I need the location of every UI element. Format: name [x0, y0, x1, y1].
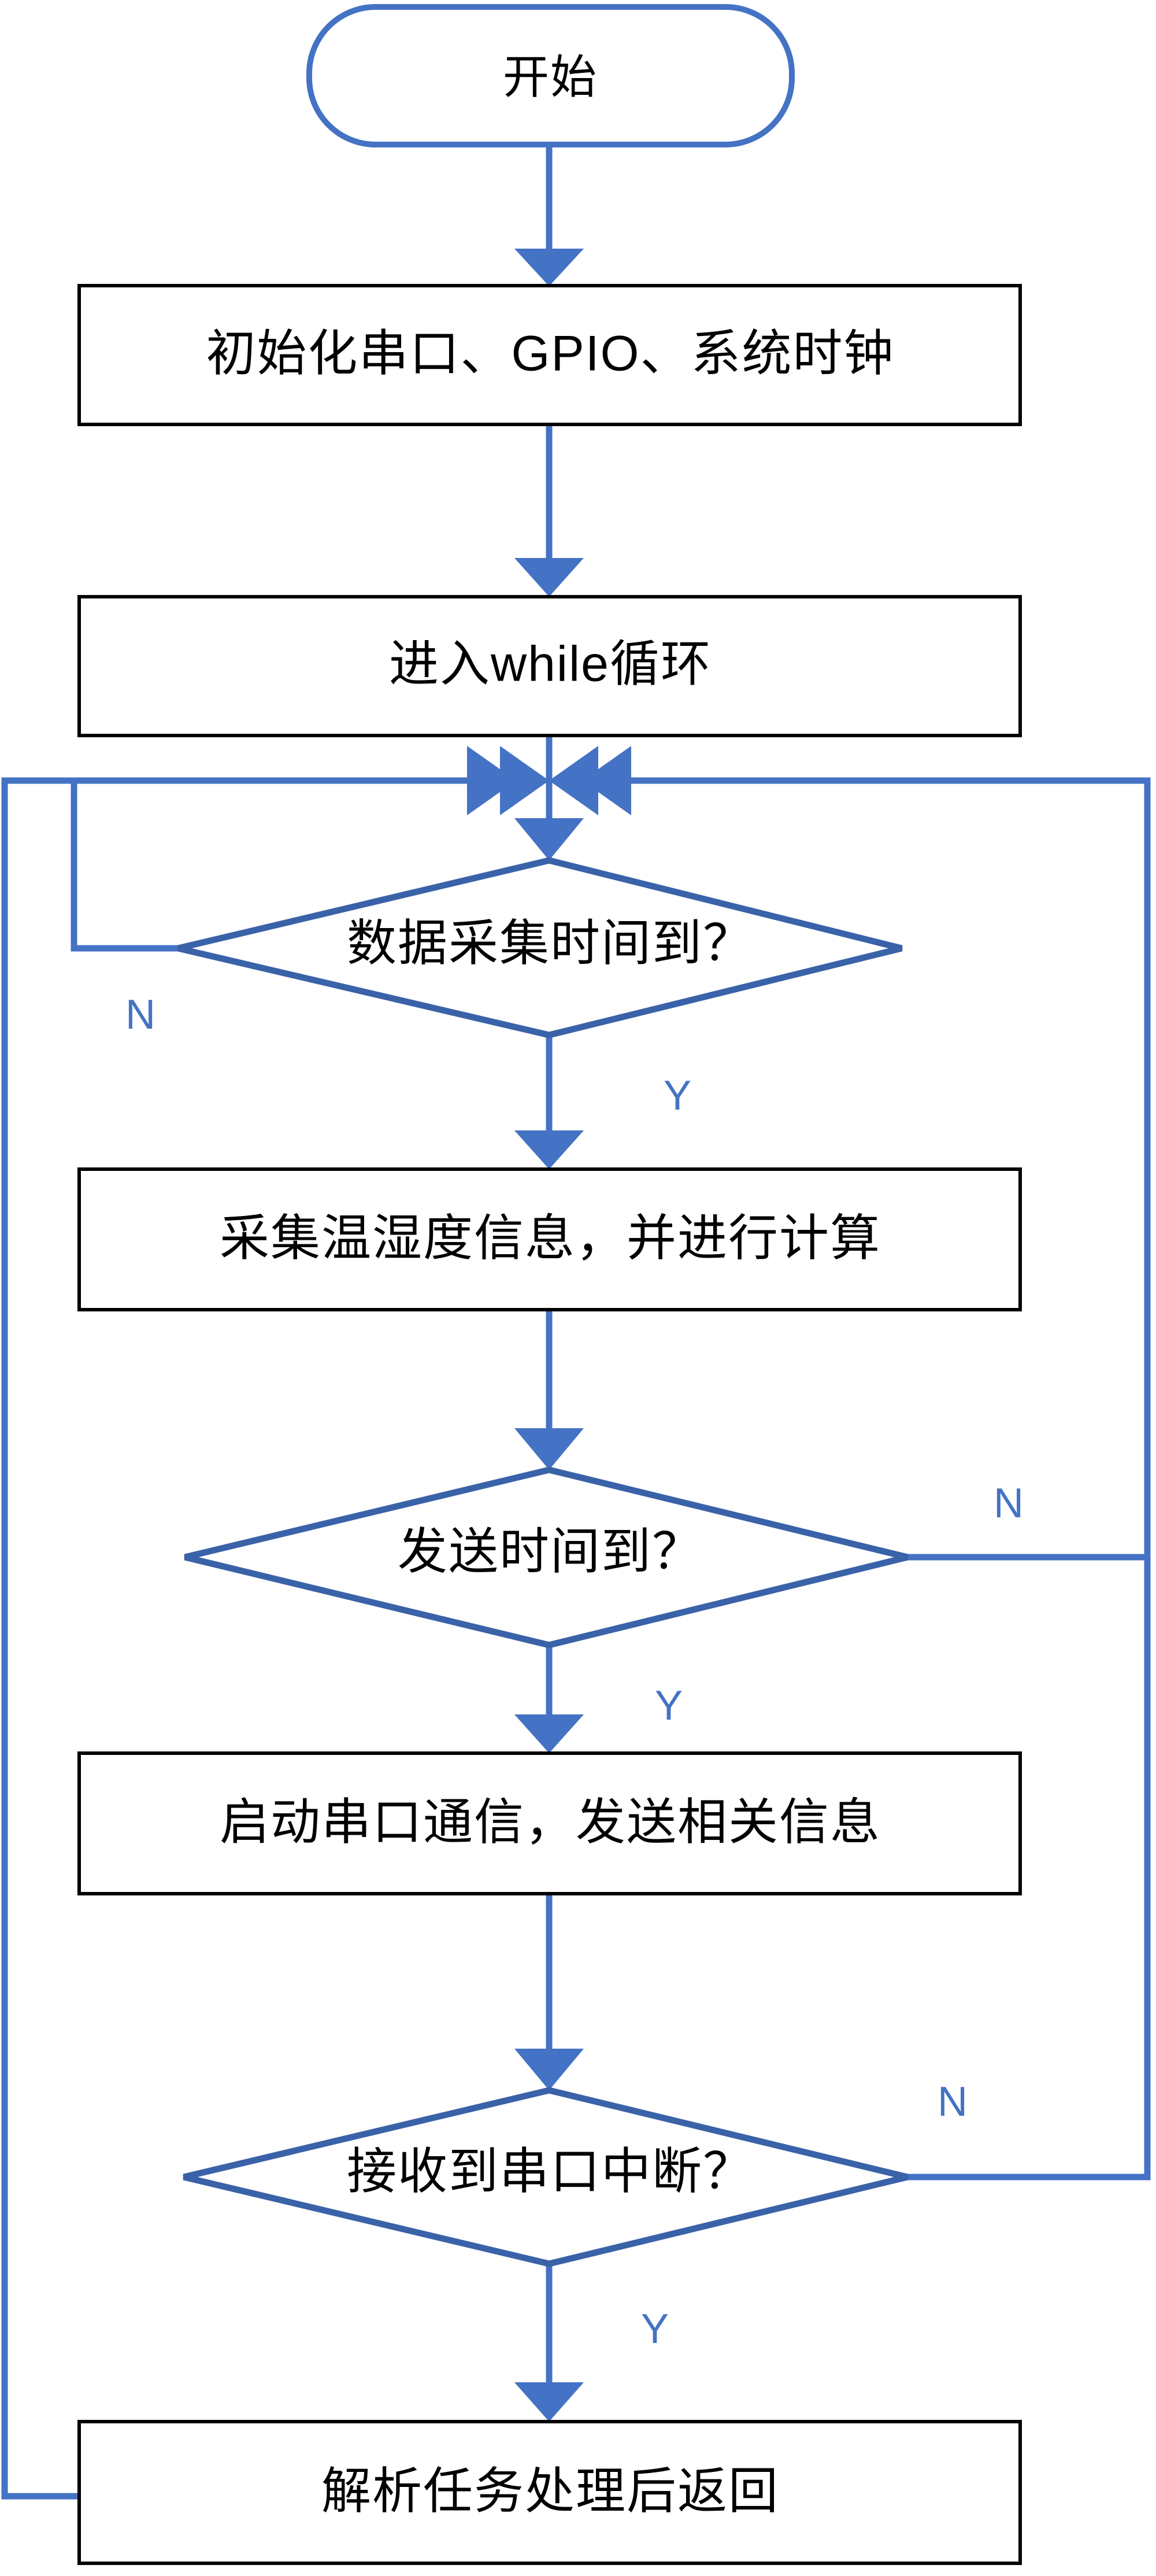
decision-interrupt-diamond-shape — [183, 2087, 909, 2267]
edge-init-to-while — [514, 425, 584, 597]
send-box-shape — [77, 1751, 1022, 1895]
init-label: 初始化串口、GPIO、系统时钟 — [206, 326, 894, 382]
edge-right-loopback-rail — [549, 746, 1151, 1561]
decision-send-diamond-shape — [184, 1466, 909, 1649]
parse-label: 解析任务处理后返回 — [321, 2464, 779, 2519]
decision-interrupt-label: 接收到串口中断？ — [347, 2144, 754, 2200]
branch-label-send-no: N — [994, 1480, 1024, 1527]
node-init[interactable]: 初始化串口、GPIO、系统时钟 — [77, 284, 1022, 426]
node-collect[interactable]: 采集温湿度信息，并进行计算 — [77, 1167, 1022, 1311]
node-start[interactable]: 开始 — [306, 4, 795, 147]
branch-label-collect-yes: Y — [664, 1073, 691, 1119]
collect-box-shape — [77, 1167, 1022, 1311]
decision-send-label: 发送时间到？ — [398, 1524, 703, 1580]
decision-collect-label: 数据采集时间到？ — [347, 916, 754, 971]
parse-box-shape — [77, 2420, 1022, 2565]
collect-label: 采集温湿度信息，并进行计算 — [220, 1211, 881, 1266]
branch-label-interrupt-yes: Y — [641, 2306, 669, 2352]
node-decision-send[interactable]: 发送时间到？ — [184, 1466, 909, 1649]
edge-send-yes — [514, 1645, 584, 1753]
decision-collect-diamond-shape — [177, 857, 903, 1038]
edge-interrupt-no-loopback — [582, 746, 1151, 2180]
edge-collect-yes — [514, 1035, 584, 1169]
init-box-shape — [77, 284, 1022, 426]
node-parse[interactable]: 解析任务处理后返回 — [77, 2420, 1022, 2565]
start-terminator-shape — [306, 4, 795, 147]
edge-collect-no-loopback — [71, 746, 516, 952]
node-while-loop[interactable]: 进入while循环 — [77, 595, 1022, 737]
edge-collect-to-decision-send — [514, 1310, 584, 1470]
node-decision-interrupt[interactable]: 接收到串口中断？ — [183, 2087, 909, 2267]
while-loop-label: 进入while循环 — [389, 637, 712, 692]
node-decision-collect[interactable]: 数据采集时间到？ — [177, 857, 903, 1038]
branch-label-interrupt-no: N — [938, 2079, 968, 2125]
edge-merge-to-decision-collect — [514, 781, 584, 860]
edge-send-to-decision-interrupt — [514, 1894, 584, 2090]
node-send[interactable]: 启动串口通信，发送相关信息 — [77, 1751, 1022, 1895]
branch-label-collect-no: N — [125, 992, 155, 1038]
while-loop-box-shape — [77, 595, 1022, 737]
branch-label-send-yes: Y — [655, 1683, 683, 1729]
start-label: 开始 — [503, 51, 598, 103]
edge-interrupt-yes — [514, 2264, 584, 2422]
edge-start-to-init — [514, 145, 584, 286]
send-label: 启动串口通信，发送相关信息 — [220, 1795, 881, 1850]
